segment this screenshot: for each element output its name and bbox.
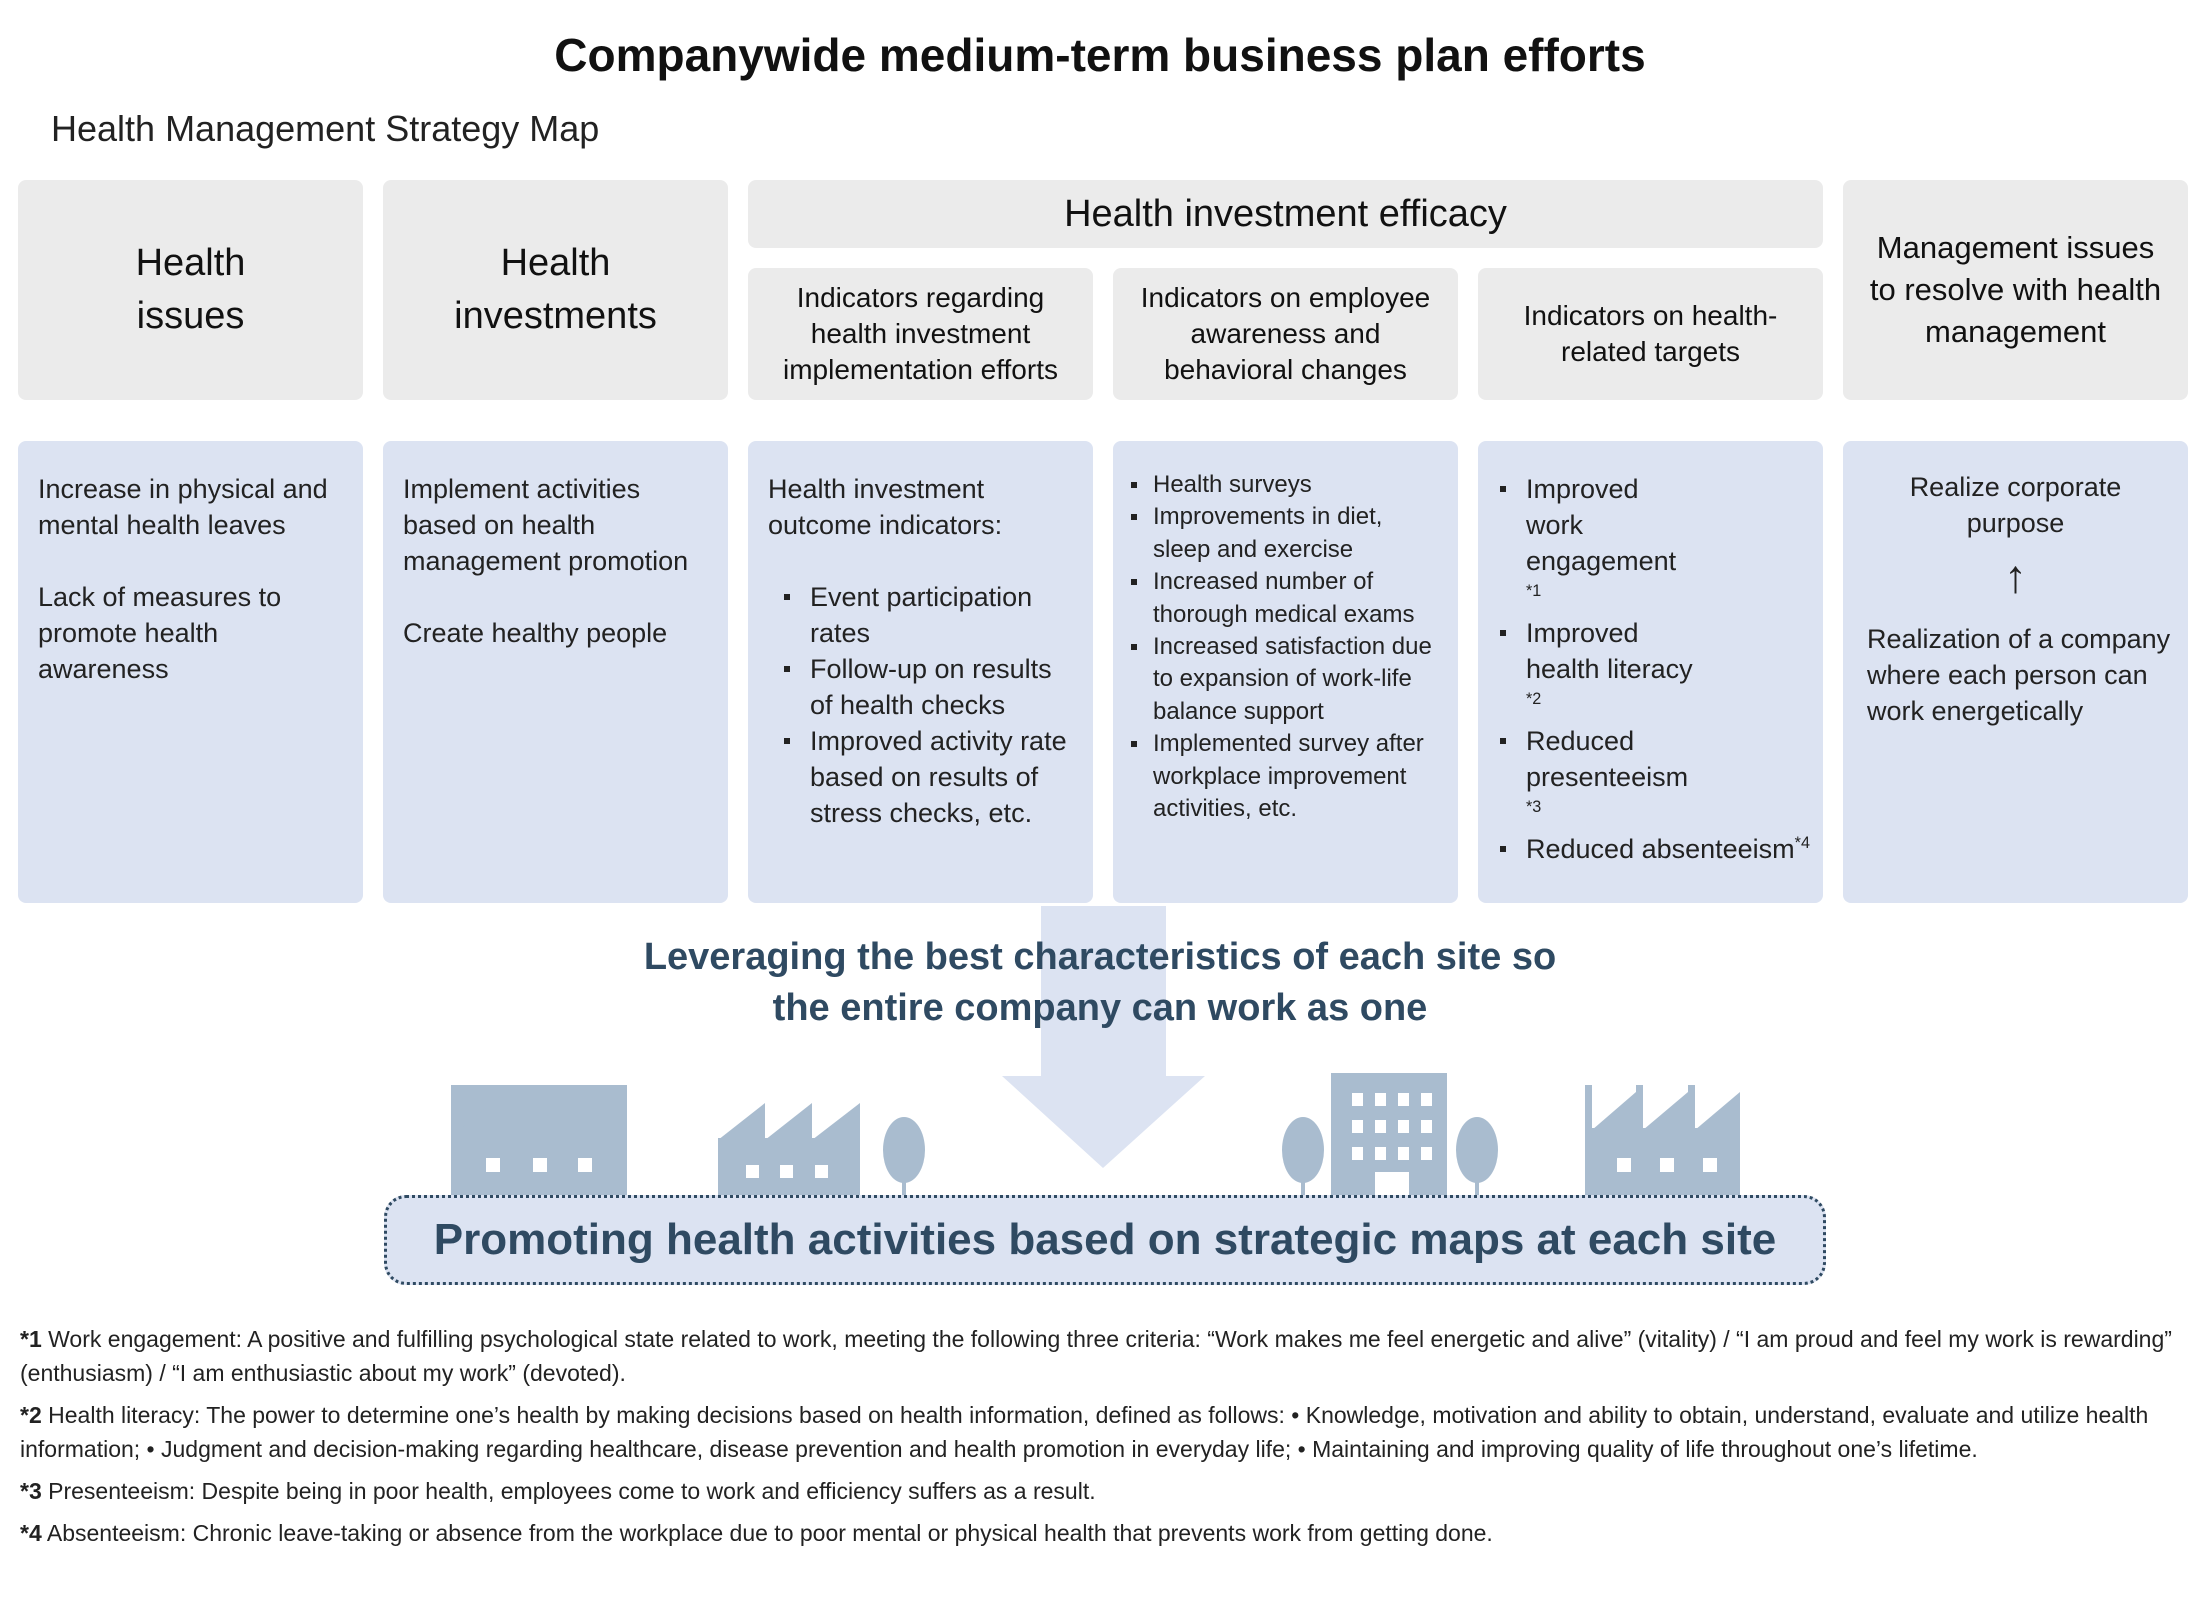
issue-text: Increase in physical and mental health l… bbox=[38, 474, 328, 540]
list-item: Reduced absenteeism*4 bbox=[1484, 831, 1811, 867]
footnotes: *1 Work engagement: A positive and fulfi… bbox=[20, 1322, 2180, 1558]
strategy-callout: Promoting health activities based on str… bbox=[384, 1195, 1826, 1285]
column-implementation: Health investment outcome indicators: Ev… bbox=[748, 441, 1093, 903]
tree-icon bbox=[1456, 1117, 1498, 1198]
management-bottom: Realization of a company where each pers… bbox=[1867, 624, 2171, 726]
list-item: Improved activity rate based on results … bbox=[768, 723, 1073, 831]
header-health-issues-label: Health issues bbox=[135, 242, 246, 337]
banner-text: Leveraging the best characteristics of e… bbox=[643, 936, 1557, 1029]
footnote-mark: *2 bbox=[20, 1402, 42, 1428]
strategy-callout-text: Promoting health activities based on str… bbox=[433, 1215, 1777, 1264]
header-target-indicators: Indicators on health-related targets bbox=[1478, 268, 1823, 400]
list-item: Improved work engagement *1 bbox=[1484, 471, 1696, 615]
implementation-list: Event participation rates Follow-up on r… bbox=[768, 579, 1073, 831]
list-item: Increased number of thorough medical exa… bbox=[1121, 566, 1438, 631]
list-item: Event participation rates bbox=[768, 579, 1073, 651]
column-health-investments: Implement activities based on health man… bbox=[383, 441, 728, 903]
footnote-mark: *4 bbox=[20, 1520, 42, 1546]
footnote-text: Presenteeism: Despite being in poor heal… bbox=[41, 1478, 1096, 1504]
header-management-label: Management issues to resolve with health… bbox=[1869, 230, 2162, 349]
factory-icon bbox=[718, 1103, 860, 1198]
management-top: Realize corporate purpose bbox=[1909, 472, 2122, 538]
footnote-mark: *3 bbox=[20, 1478, 42, 1504]
footnote-text: Work engagement: A positive and fulfilli… bbox=[20, 1326, 2172, 1386]
investment-text: Create healthy people bbox=[403, 618, 668, 648]
footnote-mark: *1 bbox=[1526, 582, 1542, 600]
footnote: *2 Health literacy: The power to determi… bbox=[20, 1398, 2180, 1466]
header-implementation-indicators: Indicators regarding health investment i… bbox=[748, 268, 1093, 400]
footnote-text: Health literacy: The power to determine … bbox=[20, 1402, 2149, 1462]
tree-icon bbox=[883, 1117, 925, 1198]
footnote: *3 Presenteeism: Despite being in poor h… bbox=[20, 1474, 2180, 1508]
header-health-investments-label: Health investments bbox=[454, 242, 657, 337]
map-subtitle: Health Management Strategy Map bbox=[51, 108, 600, 149]
target-text: Reduced absenteeism bbox=[1526, 834, 1795, 864]
factory-icon bbox=[1585, 1085, 1740, 1198]
target-text: Reduced presenteeism bbox=[1526, 726, 1689, 792]
list-item: Improved health literacy *2 bbox=[1484, 615, 1706, 723]
column-awareness: Health surveys Improvements in diet, sle… bbox=[1113, 441, 1458, 903]
target-text: Improved work engagement bbox=[1526, 474, 1677, 576]
header-health-issues: Health issues bbox=[18, 180, 363, 400]
list-item: Follow-up on results of health checks bbox=[768, 651, 1073, 723]
factory-icon bbox=[451, 1085, 627, 1198]
column-targets: Improved work engagement *1 Improved hea… bbox=[1478, 441, 1823, 903]
header-awareness-label: Indicators on employee awareness and beh… bbox=[1140, 282, 1431, 385]
issue-text: Lack of measures to promote health aware… bbox=[38, 582, 282, 684]
implementation-intro: Health investment outcome indicators: bbox=[768, 474, 1003, 540]
header-targets-label: Indicators on health-related targets bbox=[1523, 300, 1778, 367]
header-management-issues: Management issues to resolve with health… bbox=[1843, 180, 2188, 400]
footnote: *4 Absenteeism: Chronic leave-taking or … bbox=[20, 1516, 2180, 1550]
header-health-investments: Health investments bbox=[383, 180, 728, 400]
column-health-issues: Increase in physical and mental health l… bbox=[18, 441, 363, 903]
list-item: Reduced presenteeism *3 bbox=[1484, 723, 1696, 831]
footnote-text: Absenteeism: Chronic leave-taking or abs… bbox=[41, 1520, 1493, 1546]
footnote: *1 Work engagement: A positive and fulfi… bbox=[20, 1322, 2180, 1390]
header-awareness-indicators: Indicators on employee awareness and beh… bbox=[1113, 268, 1458, 400]
arrow-up-icon: ↑ bbox=[2004, 550, 2027, 602]
footnote-mark: *1 bbox=[20, 1326, 42, 1352]
footnote-mark: *3 bbox=[1526, 798, 1542, 816]
footnote-mark: *4 bbox=[1794, 834, 1810, 852]
list-item: Increased satisfaction due to expansion … bbox=[1121, 631, 1438, 728]
investment-text: Implement activities based on health man… bbox=[403, 474, 689, 576]
header-efficacy: Health investment efficacy bbox=[748, 180, 1823, 248]
list-item: Implemented survey after workplace impro… bbox=[1121, 728, 1438, 825]
list-item: Health surveys bbox=[1121, 469, 1438, 501]
office-building-icon bbox=[1331, 1073, 1447, 1198]
target-text: Improved health literacy bbox=[1526, 618, 1693, 684]
header-efficacy-label: Health investment efficacy bbox=[1064, 192, 1507, 235]
header-implementation-label: Indicators regarding health investment i… bbox=[783, 282, 1058, 385]
column-management: Realize corporate purpose ↑ Realization … bbox=[1843, 441, 2188, 903]
down-arrow-icon bbox=[1002, 906, 1205, 1168]
footnote-mark: *2 bbox=[1526, 690, 1542, 708]
tree-icon bbox=[1282, 1117, 1324, 1198]
list-item: Improvements in diet, sleep and exercise bbox=[1121, 501, 1438, 566]
targets-list: Improved work engagement *1 Improved hea… bbox=[1484, 471, 1811, 867]
awareness-list: Health surveys Improvements in diet, sle… bbox=[1121, 469, 1438, 825]
page-title: Companywide medium-term business plan ef… bbox=[554, 29, 1646, 81]
